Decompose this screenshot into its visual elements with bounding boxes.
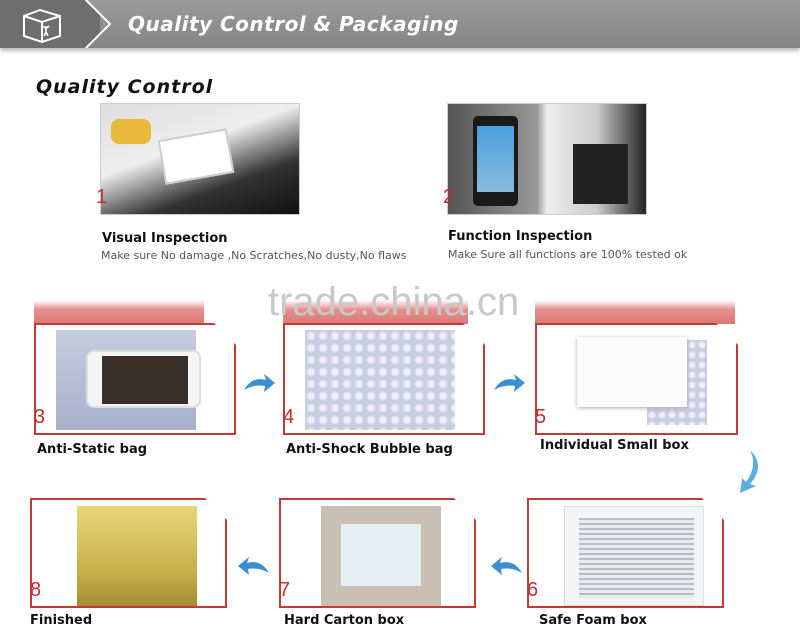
header-icon-box (0, 0, 100, 48)
arrow-left-icon (238, 557, 269, 575)
step-label: Anti-Static bag (37, 442, 148, 457)
step-label: Hard Carton box (284, 613, 405, 628)
header-bar: Quality Control & Packaging (0, 0, 800, 48)
step-label: Individual Small box (540, 438, 689, 453)
step-label: Safe Foam box (539, 613, 647, 628)
step-number: 6 (527, 579, 539, 601)
visual-inspection-image (100, 103, 300, 215)
red-band (34, 300, 204, 324)
red-band (535, 300, 735, 324)
step-number: 2 (443, 186, 455, 208)
arrow-right-icon (494, 374, 525, 392)
finished-frame: 8 (30, 498, 227, 608)
small-box-frame: 5 (535, 323, 738, 435)
bubble-bag-frame: 4 (283, 323, 485, 435)
step-number: 4 (283, 406, 295, 428)
package-fragile-icon (23, 8, 61, 44)
step-title: Visual Inspection (102, 231, 228, 246)
chevron-right-icon (85, 0, 112, 48)
arrow-down-icon (740, 450, 758, 493)
arrow-right-icon (244, 374, 275, 392)
step-number: 8 (30, 579, 42, 601)
step-description: Make Sure all functions are 100% tested … (448, 248, 688, 261)
step-description: Make sure No damage ,No Scratches,No dus… (101, 249, 407, 262)
step-title: Function Inspection (448, 229, 593, 244)
anti-static-bag-frame: 3 (34, 323, 236, 435)
step-number: 1 (96, 186, 108, 208)
arrow-left-icon (491, 557, 522, 575)
function-inspection-image (447, 103, 647, 215)
red-band (283, 300, 468, 324)
carton-box-frame: 7 (279, 498, 476, 608)
step-number: 5 (535, 406, 547, 428)
foam-box-frame: 6 (527, 498, 724, 608)
section-title: Quality Control (36, 76, 214, 98)
step-label: Finished (30, 613, 93, 628)
step-label: Anti-Shock Bubble bag (286, 442, 453, 457)
watermark: trade.china.cn (268, 280, 520, 324)
step-number: 3 (34, 406, 46, 428)
page-title: Quality Control & Packaging (128, 12, 459, 36)
step-number: 7 (279, 579, 291, 601)
